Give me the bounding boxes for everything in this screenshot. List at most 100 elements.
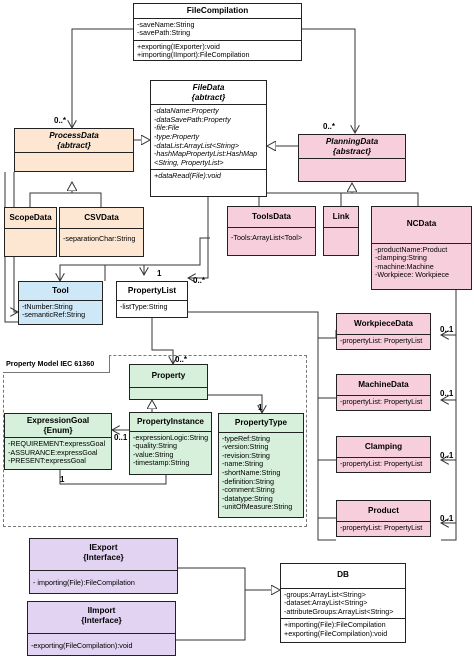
attributes	[15, 153, 133, 165]
attributes	[299, 159, 405, 173]
methods: +dataRead(File):void	[151, 169, 266, 183]
attribute: -groups:ArrayList<String>	[284, 589, 366, 599]
method: - importing(File):FileCompilation	[33, 578, 135, 588]
attribute: -value:String	[133, 449, 174, 459]
attribute: -hashMapPropertyList:HashMap	[154, 149, 258, 159]
class-name: PlanningData {abstract}	[299, 135, 405, 160]
attribute: -ASSURANCE:expressGoal	[8, 447, 98, 457]
stereotype: {Interface}	[81, 615, 122, 625]
class-tool[interactable]: Tool -tNumber:String -semanticRef:String	[18, 281, 103, 325]
class-name: IExport {Interface}	[30, 539, 177, 572]
class-name: IImport {Interface}	[28, 602, 175, 635]
attributes: -dataName:Property -dataSavePath:Propert…	[151, 105, 266, 169]
multiplicity-instance-goal: 0..1	[114, 433, 128, 442]
attribute: -unitOfMeasure:String	[222, 502, 293, 512]
attributes: -separationChar:String	[60, 229, 143, 246]
class-scope-data[interactable]: ScopeData	[4, 207, 57, 257]
attributes: -Tools:ArrayList<Tool>	[228, 228, 315, 245]
assoc-filedata-propertylist	[188, 197, 209, 278]
class-name: DB	[281, 564, 405, 589]
methods: +importing(File):FileCompilation +export…	[281, 618, 405, 640]
attribute: -expressionLogic:String	[133, 432, 209, 442]
gen-ncdata-planningdata	[352, 192, 419, 206]
assoc-filecompilation-planningdata	[302, 28, 355, 133]
class-workpiece-data[interactable]: WorkpieceData -propertyList: PropertyLis…	[336, 313, 431, 350]
assoc-goal-instance	[59, 470, 167, 485]
class-property-list[interactable]: PropertyList -listType:String	[116, 281, 188, 318]
method: -exporting(FileCompilation):void	[31, 641, 133, 651]
attribute: -savePath:String	[137, 28, 191, 38]
stereotype: {abtract}	[57, 140, 91, 150]
assoc-workpiece	[318, 330, 337, 339]
class-title: ExpressionGoal	[26, 416, 90, 425]
attribute: -file:File	[154, 123, 180, 133]
class-db[interactable]: DB -groups:ArrayList<String> -dataset:Ar…	[280, 563, 406, 643]
class-process-data[interactable]: ProcessData {abtract}	[14, 128, 134, 172]
assoc-ncdata-propertylist	[441, 290, 457, 541]
class-expression-goal[interactable]: ExpressionGoal {Enum} -REQUIREMENT:expre…	[4, 413, 112, 470]
multiplicity-property-many: 0..*	[175, 355, 188, 364]
interface-iexport[interactable]: IExport {Interface} - importing(File):Fi…	[29, 538, 178, 594]
class-planning-data[interactable]: PlanningData {abstract}	[298, 134, 406, 182]
attribute: -timestamp:String	[133, 458, 190, 468]
class-name: WorkpieceData	[337, 314, 430, 335]
attribute: -type:Property	[154, 131, 200, 141]
class-name: Link	[324, 207, 358, 228]
package-label: Property Model IEC 61360	[3, 355, 110, 373]
method: +dataRead(File):void	[154, 171, 221, 181]
class-file-data[interactable]: FileData {abtract} -dataName:Property -d…	[150, 80, 267, 197]
attribute: -dataSavePath:Property	[154, 114, 231, 124]
multiplicity-planning-data: 0..*	[323, 122, 336, 131]
class-name: ToolsData	[228, 207, 315, 228]
method: +importing(File):FileCompilation	[284, 620, 386, 630]
attributes: -propertyList: PropertyList	[337, 396, 430, 409]
attribute: -propertyList: PropertyList	[340, 396, 423, 406]
stereotype: {abtract}	[191, 92, 226, 102]
class-tools-data[interactable]: ToolsData -Tools:ArrayList<Tool>	[227, 206, 316, 256]
class-property[interactable]: Property	[129, 364, 208, 400]
interface-iimport[interactable]: IImport {Interface} -exporting(FileCompi…	[27, 601, 176, 656]
attribute: -typeRef:String	[222, 433, 270, 443]
class-name: Tool	[19, 282, 102, 301]
class-clamping[interactable]: Clamping -propertyList: PropertyList	[336, 436, 431, 473]
multiplicity-property-list-one: 1	[157, 269, 162, 278]
attribute: -dataName:Property	[154, 106, 219, 116]
class-name: FileCompilation	[134, 4, 301, 19]
attributes: -typeRef:String -version:String -revisio…	[219, 433, 303, 514]
class-property-instance[interactable]: PropertyInstance -expressionLogic:String…	[129, 412, 212, 475]
gen-csvdata-processdata	[72, 192, 102, 207]
attribute: <String, PropertyList>	[154, 157, 224, 167]
gen-scopedata-processdata	[29, 182, 72, 207]
class-property-type[interactable]: PropertyType -typeRef:String -version:St…	[218, 413, 304, 518]
multiplicity-file-data-many: 0..*	[193, 276, 206, 285]
methods: - importing(File):FileCompilation	[30, 571, 177, 590]
class-machine-data[interactable]: MachineData -propertyList: PropertyList	[336, 374, 431, 411]
method: +importing(IImport):FileCompilation	[137, 50, 250, 60]
attributes: -groups:ArrayList<String> -dataset:Array…	[281, 589, 405, 619]
attribute: -revision:String	[222, 450, 270, 460]
methods: +exporting(IExporter):void +importing(II…	[134, 39, 301, 62]
class-title: ProcessData	[49, 131, 99, 140]
class-name: Property	[130, 365, 207, 388]
class-name: CSVData	[60, 208, 143, 229]
attributes: -REQUIREMENT:expressGoal -ASSURANCE:expr…	[5, 438, 111, 468]
class-product[interactable]: Product -propertyList: PropertyList	[336, 500, 431, 537]
class-csv-data[interactable]: CSVData -separationChar:String	[59, 207, 144, 257]
class-file-compilation[interactable]: FileCompilation -saveName:String -savePa…	[133, 3, 302, 61]
multiplicity-machine: 0..1	[440, 389, 454, 398]
attribute: -dataset:ArrayList<String>	[284, 598, 368, 608]
attributes: -productName:Product -clamping:String -m…	[372, 244, 471, 282]
class-link[interactable]: Link	[323, 206, 359, 256]
attribute: -clamping:String	[375, 253, 427, 263]
attribute: -REQUIREMENT:expressGoal	[8, 439, 106, 449]
attribute: -definition:String	[222, 476, 274, 486]
attribute: -quality:String	[133, 441, 177, 451]
attribute: -shortName:String	[222, 467, 281, 477]
multiplicity-workpiece: 0..1	[440, 325, 454, 334]
attribute: -Tools:ArrayList<Tool>	[231, 232, 303, 242]
attribute: -version:String	[222, 442, 269, 452]
assoc-toolsdata-tool	[60, 237, 210, 281]
class-nc-data[interactable]: NCData -productName:Product -clamping:St…	[371, 206, 472, 290]
attribute: -attributeGroups:ArrayList<String>	[284, 606, 394, 616]
stereotype: {Interface}	[83, 552, 124, 562]
